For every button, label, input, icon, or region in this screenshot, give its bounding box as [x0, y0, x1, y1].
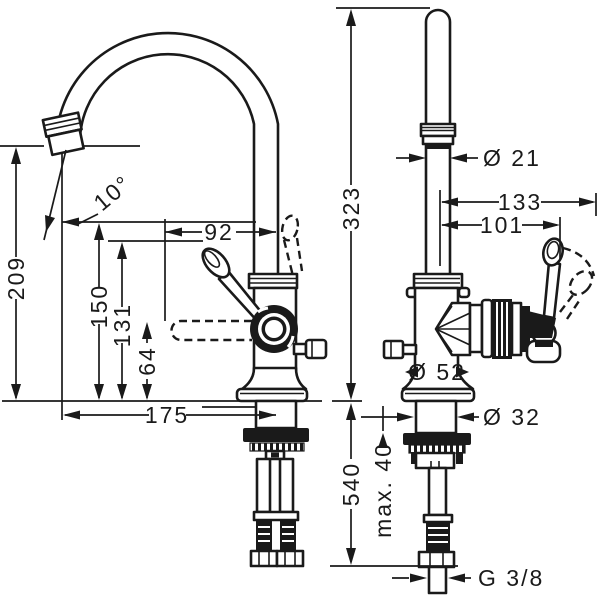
side-pipe-collar — [419, 122, 457, 149]
side-base-plate — [400, 387, 476, 403]
handle-cartridge — [468, 298, 530, 359]
dim-shank-diameter: Ø 32 — [361, 404, 541, 430]
dim-lever-height: 131 — [109, 242, 135, 400]
dim-lever-low-height: 64 — [134, 322, 160, 400]
dim-133-label: 133 — [498, 189, 542, 215]
dim-lever-projection: 92 — [165, 219, 276, 245]
side-peg-side — [382, 339, 418, 360]
lever-joint — [250, 305, 298, 353]
dim-spout-pipe-diameter: Ø 21 — [396, 145, 541, 171]
lever-down-dashed — [170, 319, 252, 342]
dim-spout-outlet-height: 209 — [3, 147, 29, 400]
side-peg-front — [292, 338, 328, 360]
dimension-annotations: 209 10° 150 131 64 — [0, 7, 597, 591]
dim-209-label: 209 — [3, 256, 29, 300]
dim-g38-label: G 3/8 — [478, 565, 544, 591]
handle-dashed — [568, 269, 594, 297]
side-mounting-hardware — [403, 399, 471, 595]
dim-max40-label: max. 40 — [370, 442, 396, 538]
dim-150-label: 150 — [86, 284, 112, 328]
front-base-flare — [240, 366, 308, 391]
lever-up-dashed — [280, 214, 300, 242]
dim-handle-reach: 101 — [441, 212, 560, 238]
front-mounting-hardware — [243, 399, 309, 568]
dim-hose-length: 540 — [338, 403, 364, 565]
dim-131-label: 131 — [109, 303, 135, 347]
dim-64-label: 64 — [134, 346, 160, 376]
spout-outlet — [41, 111, 85, 157]
dim-175-label: 175 — [145, 402, 189, 428]
side-view — [382, 8, 596, 595]
dim-handle-reach-max: 133 — [441, 189, 596, 215]
dim-connection-thread: G 3/8 — [392, 565, 544, 591]
dim-92-label: 92 — [204, 219, 234, 245]
side-collar — [412, 272, 464, 290]
front-view — [41, 31, 328, 568]
lever-tip-front — [201, 247, 231, 279]
spout-arc — [54, 31, 280, 278]
front-base-plate — [235, 387, 309, 403]
dim-overall-height: 323 — [338, 9, 364, 400]
dim-spout-reach: 175 — [63, 402, 276, 428]
dim-base-diameter: Ø 52 — [405, 359, 469, 385]
dim-10deg-label: 10° — [89, 170, 137, 216]
dim-o52-label: Ø 52 — [408, 359, 466, 385]
handle-lever-side — [542, 260, 562, 320]
handle-hub — [528, 311, 556, 338]
dim-lever-tip-height: 150 — [86, 223, 112, 400]
dim-max-deck-thickness: max. 40 — [370, 406, 396, 538]
spout-cone — [434, 301, 472, 357]
dim-323-label: 323 — [338, 186, 364, 230]
dim-540-label: 540 — [338, 462, 364, 506]
front-collar — [247, 272, 299, 290]
dim-101-label: 101 — [480, 212, 524, 238]
dim-o32-label: Ø 32 — [483, 404, 541, 430]
dim-o21-label: Ø 21 — [483, 145, 541, 171]
